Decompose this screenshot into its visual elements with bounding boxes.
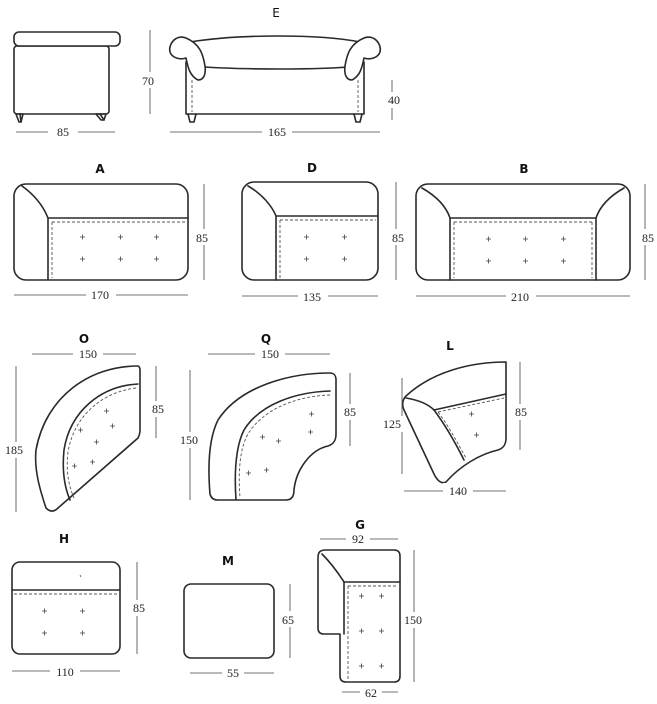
module-d-depth: 85: [392, 231, 404, 245]
module-a: A 85 170: [13, 162, 214, 303]
module-m: M 65 55: [183, 554, 302, 681]
module-b-label: B: [519, 162, 528, 176]
module-l-label: L: [446, 339, 454, 353]
module-m-label: M: [222, 554, 234, 568]
module-o: O 150 85 185: [4, 332, 169, 512]
module-b-width: 210: [511, 290, 529, 304]
module-e-side-view: 85: [13, 31, 121, 140]
module-l: L 85 125 140: [380, 339, 532, 499]
module-g: G 92 150 62: [317, 518, 427, 700]
module-g-label: G: [355, 518, 365, 532]
module-o-label: O: [79, 332, 89, 346]
module-e-front-view: 70 40 165 E: [139, 6, 404, 140]
module-d: D 85 135: [241, 161, 408, 304]
module-e-height: 70: [142, 74, 154, 88]
module-a-width: 170: [91, 288, 109, 302]
module-e-label: E: [272, 6, 280, 20]
module-m-width: 55: [227, 666, 239, 680]
module-o-depth: 85: [152, 402, 164, 416]
module-l-width: 140: [449, 484, 467, 498]
module-e-seat-height: 40: [388, 93, 400, 107]
module-e-depth: 85: [57, 125, 69, 139]
module-b-depth: 85: [642, 231, 654, 245]
module-m-depth: 65: [282, 613, 294, 627]
module-o-height: 185: [5, 443, 23, 457]
module-h-width: 110: [56, 665, 74, 679]
module-a-depth: 85: [196, 231, 208, 245]
module-b: B 85 210: [415, 162, 657, 304]
module-q-depth: 85: [344, 405, 356, 419]
module-q-width: 150: [261, 347, 279, 361]
module-l-height: 125: [383, 417, 401, 431]
module-q: Q 150 85 150: [178, 332, 362, 501]
module-o-width: 150: [79, 347, 97, 361]
module-a-label: A: [95, 162, 105, 176]
module-d-width: 135: [303, 290, 321, 304]
module-q-label: Q: [261, 332, 271, 346]
module-h: H 85 110: [11, 532, 150, 679]
module-q-height: 150: [180, 433, 198, 447]
module-h-label: H: [59, 532, 69, 546]
module-l-depth: 85: [515, 405, 527, 419]
module-d-label: D: [307, 161, 317, 175]
module-e-width: 165: [268, 125, 286, 139]
module-h-depth: 85: [133, 601, 145, 615]
module-g-width: 92: [352, 532, 364, 546]
module-g-depth: 150: [404, 613, 422, 627]
module-g-seat-width: 62: [365, 686, 377, 700]
